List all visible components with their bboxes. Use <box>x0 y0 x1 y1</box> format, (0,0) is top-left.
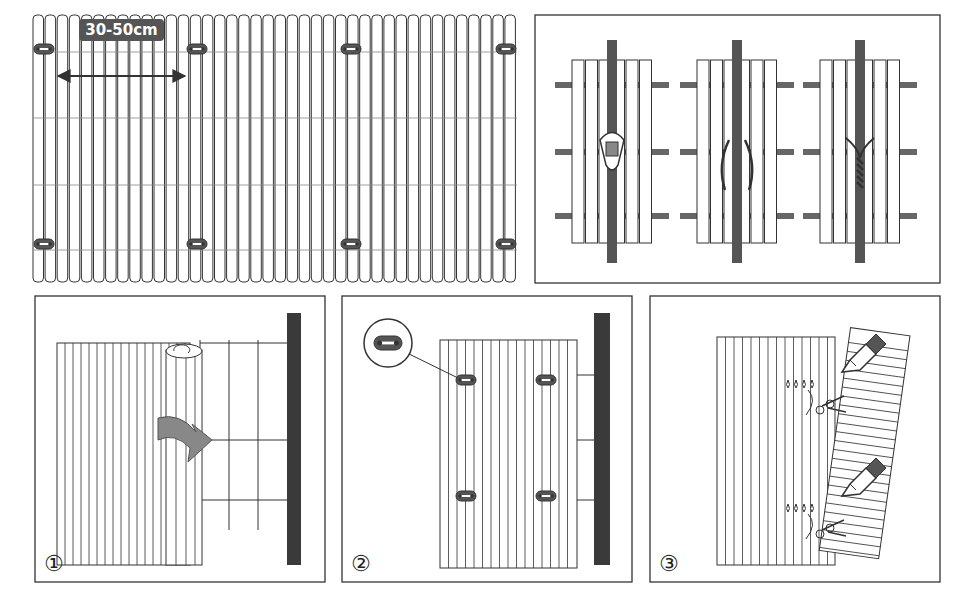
fence-clip <box>187 239 207 249</box>
dimension-text: 30-50cm <box>85 21 158 39</box>
fence-clip <box>536 375 556 385</box>
step-number: ③ <box>659 553 679 575</box>
fence-clip <box>34 239 54 249</box>
tie-method <box>555 40 669 263</box>
fence-clip <box>456 375 476 385</box>
step-number: ① <box>44 553 64 575</box>
fence-clip <box>496 239 516 249</box>
fence-clip <box>496 44 516 54</box>
dimension-arrow <box>58 75 185 77</box>
fence-clip <box>536 491 556 501</box>
fence-clip <box>456 491 476 501</box>
tie-method <box>680 40 794 263</box>
step-number: ② <box>351 553 371 575</box>
fence-clip <box>187 44 207 54</box>
tie-method <box>803 40 917 263</box>
fence-clip <box>374 336 402 350</box>
glue-bottle <box>787 334 887 415</box>
end-section <box>819 328 910 559</box>
step-panel <box>342 296 632 582</box>
dimension-label: 30-50cm <box>79 19 164 41</box>
step-panel <box>35 296 325 582</box>
fence-clip <box>341 239 361 249</box>
fence-clip <box>341 44 361 54</box>
roll-arrow <box>158 417 212 462</box>
step-panel <box>535 15 940 283</box>
slat-mat <box>440 340 577 568</box>
fence-clip <box>34 44 54 54</box>
glue-bottle <box>787 458 887 539</box>
step-panel <box>650 296 940 582</box>
slat-mat <box>717 337 835 565</box>
fence-overview <box>33 15 517 282</box>
